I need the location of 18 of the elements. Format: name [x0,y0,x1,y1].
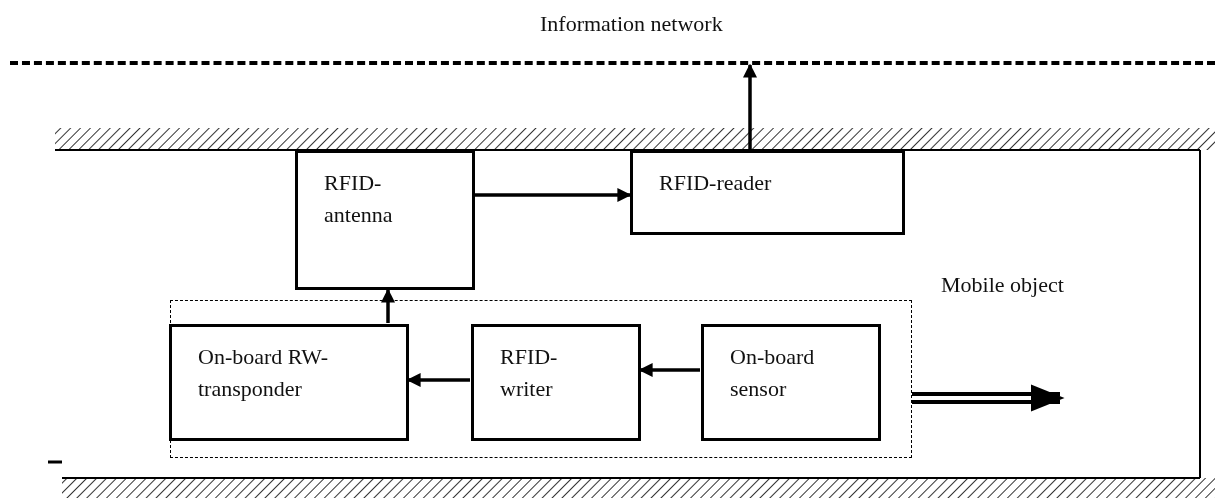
node-label: Mobile object [941,271,1064,299]
node-label: Information network [540,10,723,38]
node-label: On-board RW- transponder [198,343,330,403]
process-box [701,324,881,441]
process-box [471,324,641,441]
node-label: RFID- writer [500,343,559,403]
process-box [169,324,409,441]
process-box [630,150,905,235]
arrow [638,363,700,377]
arrow [912,384,1065,412]
node-label: RFID-reader [659,169,773,197]
arrow [406,373,470,387]
arrow [381,288,395,323]
node-label: RFID- antenna [324,169,394,229]
process-box [295,150,475,290]
arrow [743,63,757,150]
node-label: On-board sensor [730,343,816,403]
arrow [475,188,632,202]
